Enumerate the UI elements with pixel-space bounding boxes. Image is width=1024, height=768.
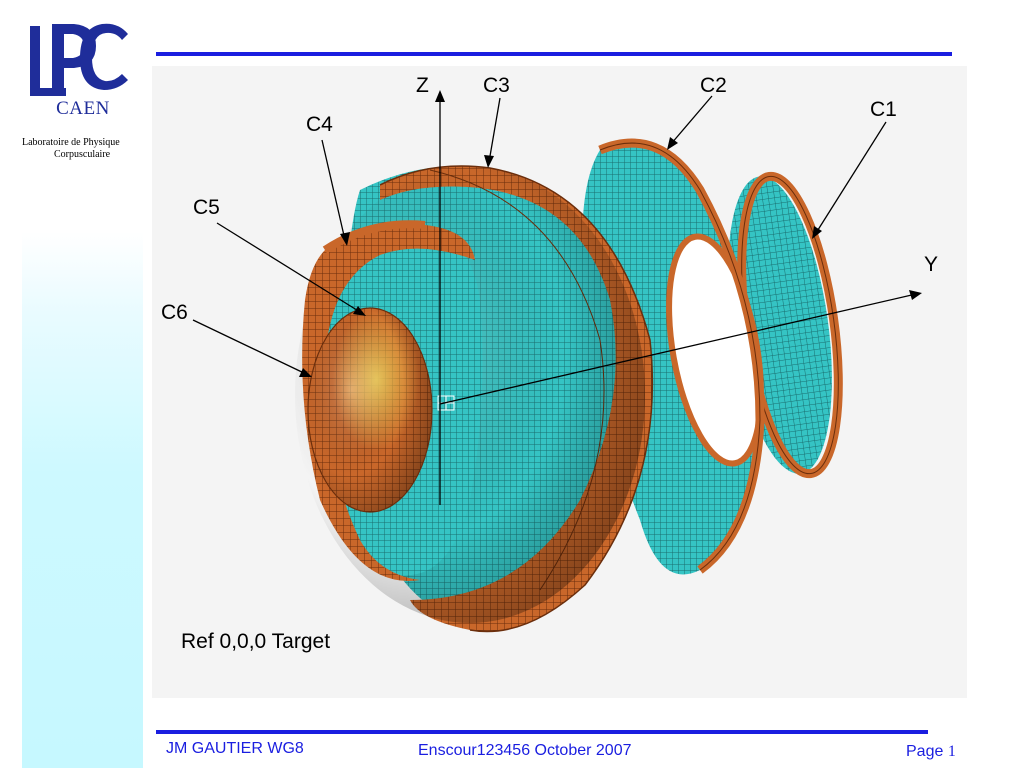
logo-caen-text: CAEN (56, 98, 110, 119)
lpc-caen-logo: CAEN Laboratoire de Physique Corpusculai… (18, 18, 138, 168)
logo-subtitle-line2: Corpusculaire (54, 149, 111, 160)
label-c2: C2 (700, 74, 727, 97)
axis-z-arrow (435, 90, 445, 505)
axis-y-arrow (439, 290, 922, 405)
logo-subtitle-line1: Laboratoire de Physique (22, 137, 120, 148)
label-c5: C5 (193, 196, 220, 219)
leader-c1 (812, 121, 887, 239)
reference-label: Ref 0,0,0 Target (181, 630, 331, 653)
label-c1: C1 (870, 98, 897, 121)
label-c4: C4 (306, 113, 333, 136)
footer-author: JM GAUTIER WG8 (166, 740, 304, 757)
leader-c5 (216, 222, 366, 316)
leader-c4 (321, 139, 350, 246)
bottom-rule (156, 730, 928, 734)
leader-c3 (484, 97, 501, 168)
axis-y-label: Y (924, 253, 939, 276)
leader-c6 (192, 319, 312, 377)
footer-page: Page 1 (906, 743, 956, 761)
sphere-c6 (307, 307, 433, 513)
lpc-monogram (30, 23, 128, 96)
footer-page-label: Page (906, 743, 948, 760)
label-c6: C6 (161, 301, 188, 324)
top-rule (156, 52, 952, 56)
side-gradient-strip (22, 232, 143, 768)
axis-z-label: Z (416, 74, 429, 97)
label-c3: C3 (483, 74, 510, 97)
leader-c2 (667, 95, 713, 150)
footer-page-number: 1 (947, 743, 956, 760)
footer-event: Enscour123456 October 2007 (418, 742, 632, 759)
